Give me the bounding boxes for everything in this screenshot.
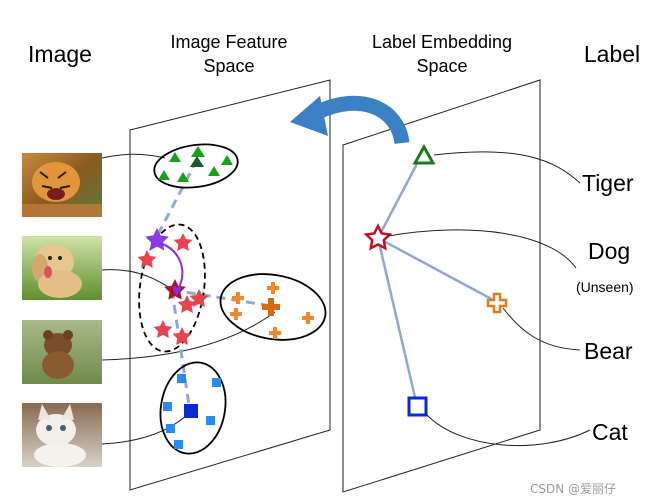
tiger-photo xyxy=(22,153,102,217)
dog-cluster xyxy=(138,223,206,353)
cat-embedding xyxy=(407,396,428,417)
bear-cluster xyxy=(219,273,327,341)
header-embedding-space-line2: Space xyxy=(416,56,467,76)
projection-arrow xyxy=(290,95,410,145)
header-feature-space-line1: Image Feature xyxy=(170,32,287,52)
label-cat: Cat xyxy=(592,419,628,445)
tiger-embedding xyxy=(412,143,436,165)
embedding-space-plane xyxy=(342,79,541,493)
label-dog-note: (Unseen) xyxy=(576,279,634,295)
bear-photo xyxy=(22,320,102,384)
header-embedding-space-line1: Label Embedding xyxy=(372,32,512,52)
header-image: Image xyxy=(28,41,92,67)
watermark: CSDN @爱丽仔 xyxy=(530,482,616,496)
dog-label-link xyxy=(387,229,577,269)
cat-label-link xyxy=(425,413,591,447)
bear-photo-link xyxy=(101,311,276,361)
tiger-photo-link xyxy=(101,153,166,159)
tiger-cluster xyxy=(153,143,239,189)
cat-cluster xyxy=(159,361,227,455)
bear-label-link xyxy=(502,307,581,351)
header-feature-space-line2: Space xyxy=(203,56,254,76)
bear-embedding xyxy=(486,292,508,314)
feature-space-links xyxy=(153,159,273,413)
dog-embedding xyxy=(363,223,393,251)
label-dog: Dog xyxy=(588,238,630,264)
dog-points xyxy=(137,228,209,345)
feature-space-plane xyxy=(129,79,331,491)
label-bear: Bear xyxy=(584,338,633,364)
cat-photo-link xyxy=(101,411,191,445)
dog-photo-link xyxy=(101,269,171,289)
tiger-label-link xyxy=(433,151,581,184)
header-label: Label xyxy=(584,41,640,67)
bear-points xyxy=(230,282,314,339)
cat-photo xyxy=(22,403,102,467)
tiger-points xyxy=(158,146,233,182)
embedding-space-links xyxy=(376,157,498,407)
label-tiger: Tiger xyxy=(582,170,634,196)
cat-points xyxy=(163,374,221,449)
dog-photo xyxy=(22,236,102,300)
